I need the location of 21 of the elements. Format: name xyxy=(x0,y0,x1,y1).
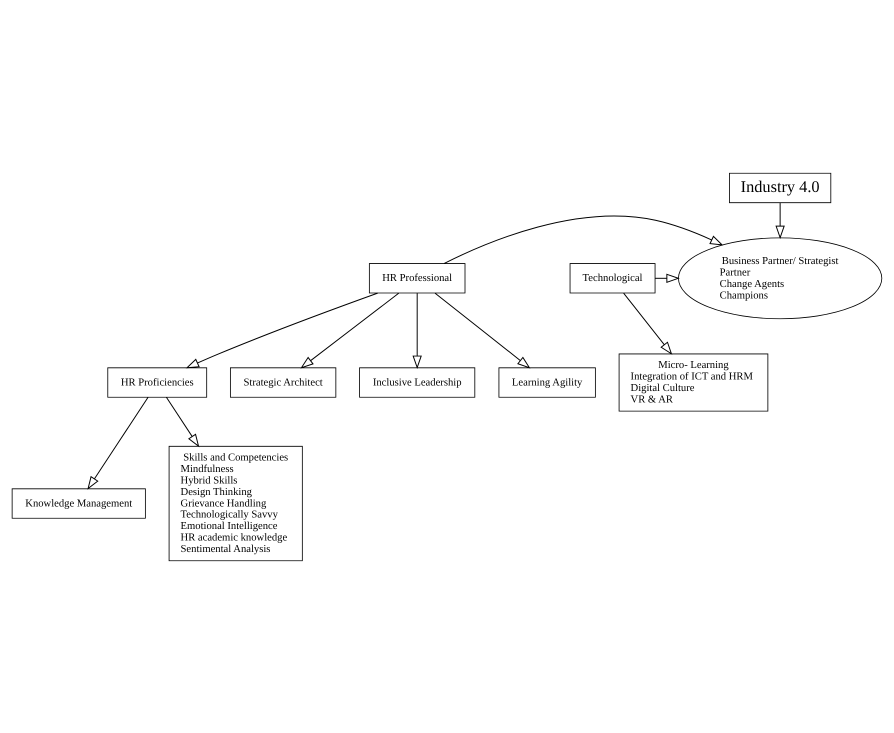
arrow xyxy=(300,292,400,368)
arrow xyxy=(186,292,378,368)
arrow xyxy=(166,396,200,447)
arrow xyxy=(654,273,680,282)
arrow xyxy=(87,396,149,490)
arrow xyxy=(434,292,531,368)
node-box: Technological xyxy=(570,262,656,293)
arrow xyxy=(623,292,672,354)
node-box: HR Professional xyxy=(368,262,466,293)
node-box: Strategic Architect xyxy=(230,366,336,398)
node-box: Skills and Competencies Mindfulness Hybrid Skills Design Thinking Grievance Handling Technologically Savvy Emotional Intelligence HR academic knowledge Sentimental Analysis xyxy=(168,445,303,561)
node-box: Learning Agility xyxy=(498,366,596,398)
node-box: HR Proficiencies xyxy=(107,366,208,398)
node-ellipse: Business Partner/ Strategist Partner Change Agents Champions xyxy=(678,236,882,319)
arrow xyxy=(412,292,422,368)
node-box: Industry 4.0 xyxy=(729,172,832,203)
node-box: Knowledge Management xyxy=(12,488,146,518)
node-box: Inclusive Leadership xyxy=(359,366,476,398)
arrow xyxy=(775,202,785,239)
arrow xyxy=(444,215,724,264)
node-box: Micro- Learning Integration of ICT and HRM Digital Culture VR & AR xyxy=(618,353,768,412)
